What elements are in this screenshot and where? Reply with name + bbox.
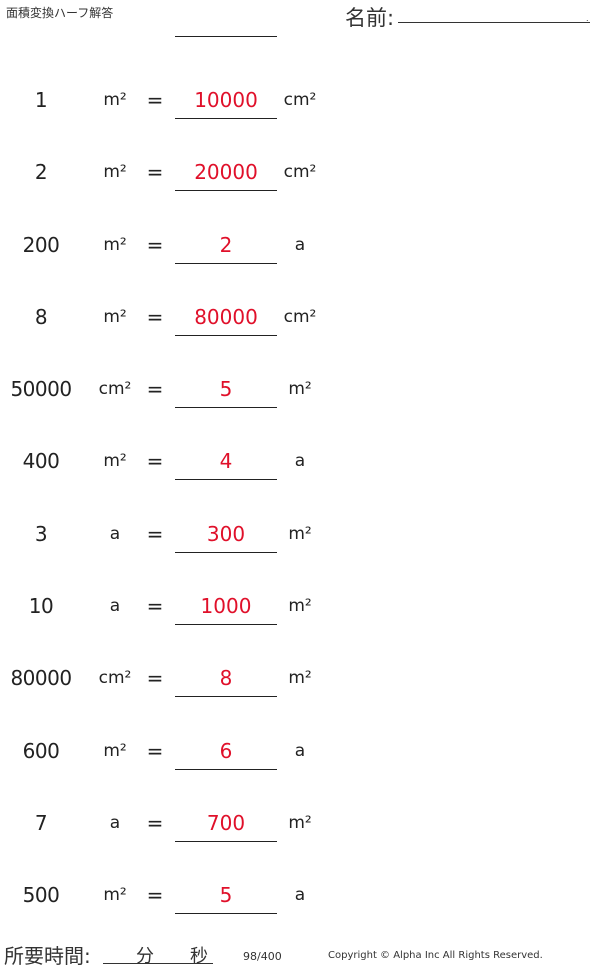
from-unit: cm² bbox=[98, 379, 132, 399]
answer-field[interactable]: 10000 bbox=[175, 82, 277, 119]
problem-value: 600 bbox=[22, 739, 60, 763]
answer-field[interactable]: 8 bbox=[175, 660, 277, 697]
equals-sign: = bbox=[146, 883, 164, 907]
equals-sign: = bbox=[146, 522, 164, 546]
answer-field[interactable]: 6 bbox=[175, 733, 277, 770]
problem-value: 200 bbox=[22, 233, 60, 257]
answer-field[interactable]: 2 bbox=[175, 227, 277, 264]
time-taken-line[interactable] bbox=[103, 963, 213, 964]
answer-field[interactable]: 20000 bbox=[175, 154, 277, 191]
to-unit: cm² bbox=[283, 162, 317, 182]
to-unit: m² bbox=[288, 379, 312, 399]
equals-sign: = bbox=[146, 160, 164, 184]
seconds-label: 秒 bbox=[190, 946, 208, 967]
time-taken-label: 所要時間: bbox=[4, 944, 91, 968]
to-unit: a bbox=[294, 741, 306, 761]
name-field-dot: . bbox=[586, 14, 589, 23]
to-unit: a bbox=[294, 451, 306, 471]
minutes-label: 分 bbox=[136, 946, 154, 967]
name-field-line[interactable] bbox=[398, 22, 590, 23]
equals-sign: = bbox=[146, 666, 164, 690]
from-unit: m² bbox=[103, 451, 127, 471]
answer-field[interactable]: 1000 bbox=[175, 588, 277, 625]
equals-sign: = bbox=[146, 305, 164, 329]
answer-field[interactable]: 80000 bbox=[175, 299, 277, 336]
from-unit: m² bbox=[103, 307, 127, 327]
to-unit: m² bbox=[288, 596, 312, 616]
problem-row: 400 m² = 4 a bbox=[0, 441, 600, 481]
problem-row: 2 m² = 20000 cm² bbox=[0, 152, 600, 192]
problem-value: 50000 bbox=[10, 377, 72, 401]
answer-field[interactable]: 300 bbox=[175, 516, 277, 553]
problem-value: 500 bbox=[22, 883, 60, 907]
equals-sign: = bbox=[146, 88, 164, 112]
problem-value: 3 bbox=[34, 522, 48, 546]
problem-value: 2 bbox=[34, 160, 48, 184]
name-label: 名前: bbox=[345, 6, 395, 30]
header-underline bbox=[175, 36, 277, 37]
problem-row: 600 m² = 6 a bbox=[0, 731, 600, 771]
from-unit: m² bbox=[103, 90, 127, 110]
problem-row: 7 a = 700 m² bbox=[0, 803, 600, 843]
from-unit: cm² bbox=[98, 668, 132, 688]
from-unit: m² bbox=[103, 741, 127, 761]
problem-value: 7 bbox=[34, 811, 48, 835]
problem-row: 1 m² = 10000 cm² bbox=[0, 80, 600, 120]
worksheet-title: 面積変換ハーフ解答 bbox=[6, 6, 114, 20]
from-unit: a bbox=[109, 596, 121, 616]
to-unit: m² bbox=[288, 668, 312, 688]
problem-value: 10 bbox=[28, 594, 54, 618]
answer-field[interactable]: 4 bbox=[175, 443, 277, 480]
equals-sign: = bbox=[146, 739, 164, 763]
problem-row: 8 m² = 80000 cm² bbox=[0, 297, 600, 337]
to-unit: a bbox=[294, 235, 306, 255]
problem-row: 80000 cm² = 8 m² bbox=[0, 658, 600, 698]
problem-value: 8 bbox=[34, 305, 48, 329]
to-unit: m² bbox=[288, 813, 312, 833]
problem-value: 400 bbox=[22, 449, 60, 473]
problem-row: 500 m² = 5 a bbox=[0, 875, 600, 915]
equals-sign: = bbox=[146, 449, 164, 473]
equals-sign: = bbox=[146, 377, 164, 401]
from-unit: m² bbox=[103, 162, 127, 182]
problem-row: 3 a = 300 m² bbox=[0, 514, 600, 554]
page-number: 98/400 bbox=[243, 950, 282, 963]
to-unit: cm² bbox=[283, 90, 317, 110]
to-unit: cm² bbox=[283, 307, 317, 327]
equals-sign: = bbox=[146, 233, 164, 257]
copyright-notice: Copyright © Alpha Inc All Rights Reserve… bbox=[328, 950, 543, 961]
to-unit: a bbox=[294, 885, 306, 905]
problem-row: 50000 cm² = 5 m² bbox=[0, 369, 600, 409]
from-unit: m² bbox=[103, 885, 127, 905]
answer-field[interactable]: 5 bbox=[175, 877, 277, 914]
from-unit: a bbox=[109, 524, 121, 544]
problem-row: 10 a = 1000 m² bbox=[0, 586, 600, 626]
from-unit: m² bbox=[103, 235, 127, 255]
answer-field[interactable]: 700 bbox=[175, 805, 277, 842]
problem-value: 80000 bbox=[10, 666, 72, 690]
equals-sign: = bbox=[146, 594, 164, 618]
from-unit: a bbox=[109, 813, 121, 833]
equals-sign: = bbox=[146, 811, 164, 835]
problem-row: 200 m² = 2 a bbox=[0, 225, 600, 265]
to-unit: m² bbox=[288, 524, 312, 544]
problem-value: 1 bbox=[34, 88, 48, 112]
answer-field[interactable]: 5 bbox=[175, 371, 277, 408]
